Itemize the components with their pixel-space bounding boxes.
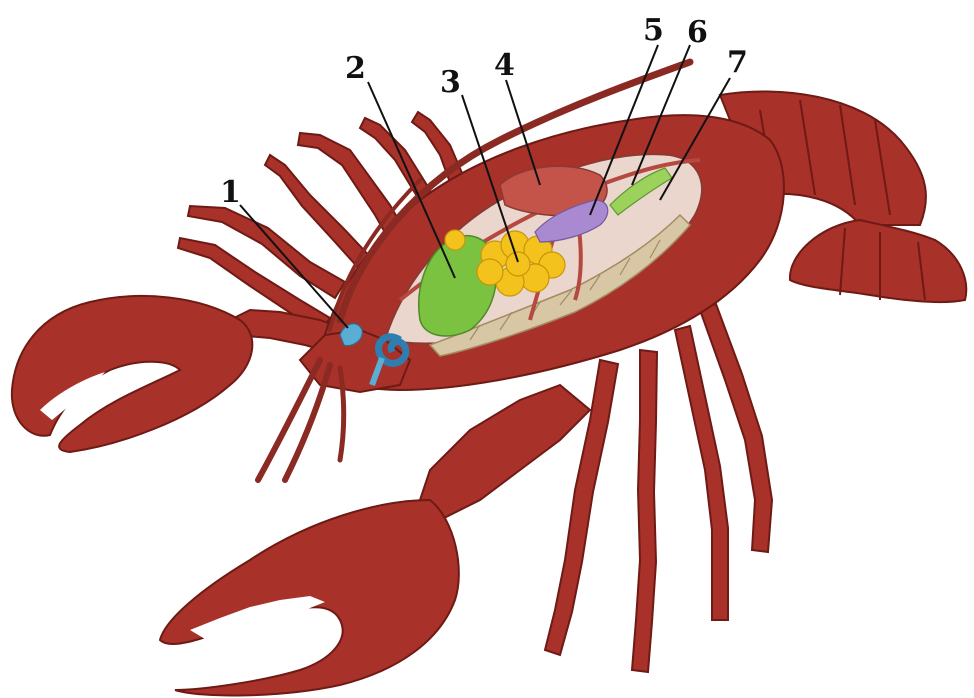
lower-claw <box>160 385 590 695</box>
label-1: 1 <box>220 175 241 210</box>
label-2: 2 <box>345 51 366 86</box>
label-6: 6 <box>687 15 708 50</box>
label-5: 5 <box>643 13 664 48</box>
label-3: 3 <box>440 65 461 100</box>
label-7: 7 <box>727 45 748 80</box>
label-4: 4 <box>494 48 515 83</box>
